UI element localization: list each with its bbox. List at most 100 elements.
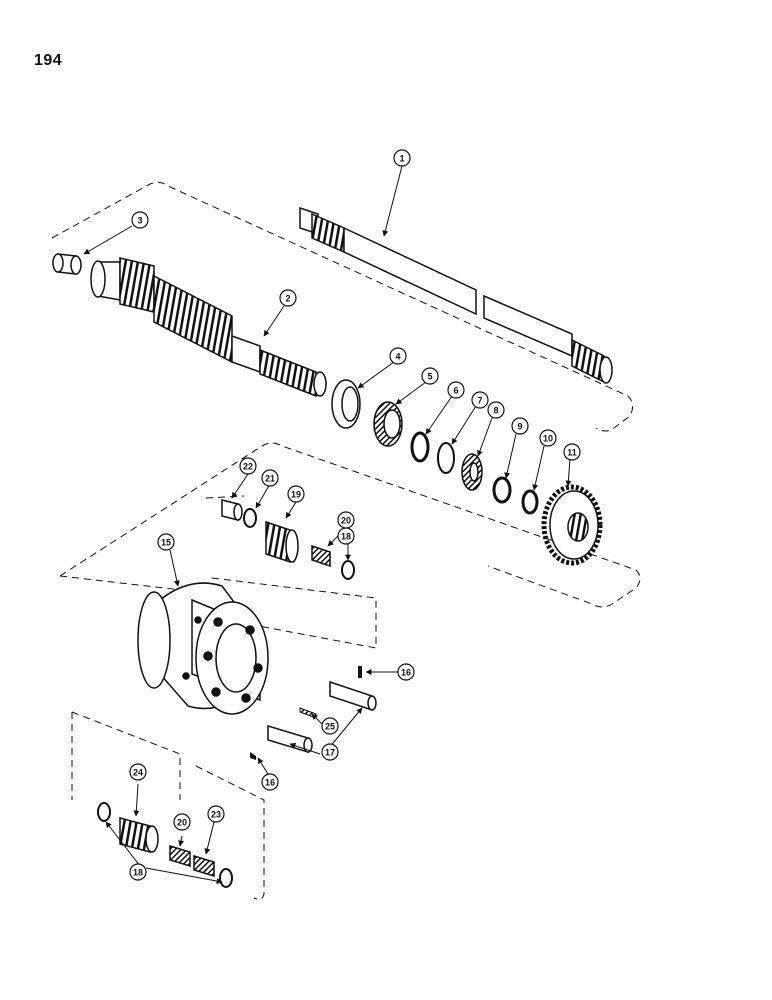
callout-circle — [131, 211, 149, 229]
gear-part-11 — [541, 484, 603, 566]
callout-label: 25 — [325, 722, 335, 732]
callout-label: 21 — [265, 474, 275, 484]
callout-9: 9 — [511, 417, 529, 435]
callout-label: 23 — [211, 810, 221, 820]
callout-circle — [393, 149, 411, 167]
callout-circle — [129, 863, 147, 881]
callout-label: 9 — [517, 422, 522, 432]
callout-circle — [321, 743, 339, 761]
gear-part-19 — [265, 520, 299, 564]
callout-2: 2 — [279, 289, 297, 307]
bushing-part-22 — [221, 499, 243, 521]
callout-label: 24 — [133, 768, 143, 778]
callout-group: 1234567891011151616171818192020212223242… — [129, 149, 581, 881]
page-number: 194 — [34, 52, 63, 69]
needle-bearing-part-8 — [461, 453, 483, 491]
pin-shaft-part-17-lower — [267, 724, 313, 754]
dashed-group-outlines — [51, 181, 641, 900]
leader-lines — [83, 165, 572, 884]
callout-16: 16 — [397, 663, 415, 681]
retainer-plate-part-4 — [331, 379, 361, 429]
callout-circle — [321, 717, 339, 735]
ring-part-10 — [521, 489, 539, 515]
callout-circle — [447, 381, 465, 399]
callout-label: 10 — [543, 434, 553, 444]
callout-label: 17 — [325, 748, 335, 758]
callout-circle — [511, 417, 529, 435]
hub-bracket-outline — [59, 495, 245, 591]
callout-circle — [471, 391, 489, 409]
roll-pin-part-16-upper — [358, 666, 362, 678]
callout-18: 18 — [337, 527, 355, 545]
gear-part-24 — [119, 817, 159, 853]
callout-4: 4 — [389, 347, 407, 365]
carrier-housing-part-15 — [137, 582, 269, 715]
callout-23: 23 — [207, 805, 225, 823]
needle-bearing-part-20-upper — [311, 544, 331, 568]
mainshaft-part-2 — [90, 257, 327, 398]
callout-15: 15 — [157, 533, 175, 551]
callout-label: 11 — [567, 448, 577, 458]
bushing-part-3 — [52, 253, 82, 275]
callout-circle — [337, 511, 355, 529]
needle-bearing-part-23 — [193, 854, 215, 878]
callout-circle — [539, 429, 557, 447]
callout-label: 16 — [265, 778, 275, 788]
washer-part-18-upper — [341, 560, 355, 580]
screw-part-25 — [299, 707, 317, 719]
upper-group-outline — [51, 181, 634, 432]
callout-circle — [563, 443, 581, 461]
callout-label: 5 — [427, 372, 432, 382]
callout-11: 11 — [563, 443, 581, 461]
callout-circle — [279, 289, 297, 307]
washer-part-18-right — [219, 868, 233, 888]
callout-8: 8 — [487, 401, 505, 419]
callout-label: 3 — [137, 216, 142, 226]
callout-circle — [261, 469, 279, 487]
callout-label: 6 — [453, 386, 458, 396]
callout-circle — [421, 367, 439, 385]
gear-group-outline — [59, 442, 641, 608]
callout-19: 19 — [287, 485, 305, 503]
needle-bearing-part-20-lower — [169, 844, 191, 868]
callout-3: 3 — [131, 211, 149, 229]
bearing-part-5 — [373, 401, 403, 447]
callout-label: 20 — [341, 516, 351, 526]
callout-label: 7 — [477, 396, 482, 406]
callout-label: 18 — [341, 532, 351, 542]
callout-circle — [157, 533, 175, 551]
callout-21: 21 — [261, 469, 279, 487]
washer-part-18-left — [97, 802, 111, 822]
callout-6: 6 — [447, 381, 465, 399]
callout-circle — [129, 763, 147, 781]
callout-1: 1 — [393, 149, 411, 167]
callout-7: 7 — [471, 391, 489, 409]
callout-25: 25 — [321, 717, 339, 735]
callout-label: 16 — [401, 668, 411, 678]
callout-20: 20 — [337, 511, 355, 529]
callout-label: 4 — [395, 352, 400, 362]
callout-label: 2 — [285, 294, 290, 304]
callout-label: 18 — [133, 868, 143, 878]
callout-16: 16 — [261, 773, 279, 791]
input-shaft-part-1 — [299, 206, 613, 384]
callout-label: 8 — [493, 406, 498, 416]
callout-18: 18 — [129, 863, 147, 881]
callout-label: 22 — [243, 462, 253, 472]
callout-20: 20 — [173, 813, 191, 831]
callout-10: 10 — [539, 429, 557, 447]
callout-24: 24 — [129, 763, 147, 781]
callout-label: 1 — [399, 154, 404, 164]
callout-label: 20 — [177, 818, 187, 828]
callout-circle — [397, 663, 415, 681]
callout-22: 22 — [239, 457, 257, 475]
washer-part-21 — [243, 508, 257, 528]
callout-circle — [173, 813, 191, 831]
callout-circle — [239, 457, 257, 475]
callout-label: 15 — [161, 538, 171, 548]
ring-part-9 — [492, 476, 512, 504]
callout-circle — [207, 805, 225, 823]
callout-5: 5 — [421, 367, 439, 385]
lower-group-outline — [71, 711, 265, 900]
